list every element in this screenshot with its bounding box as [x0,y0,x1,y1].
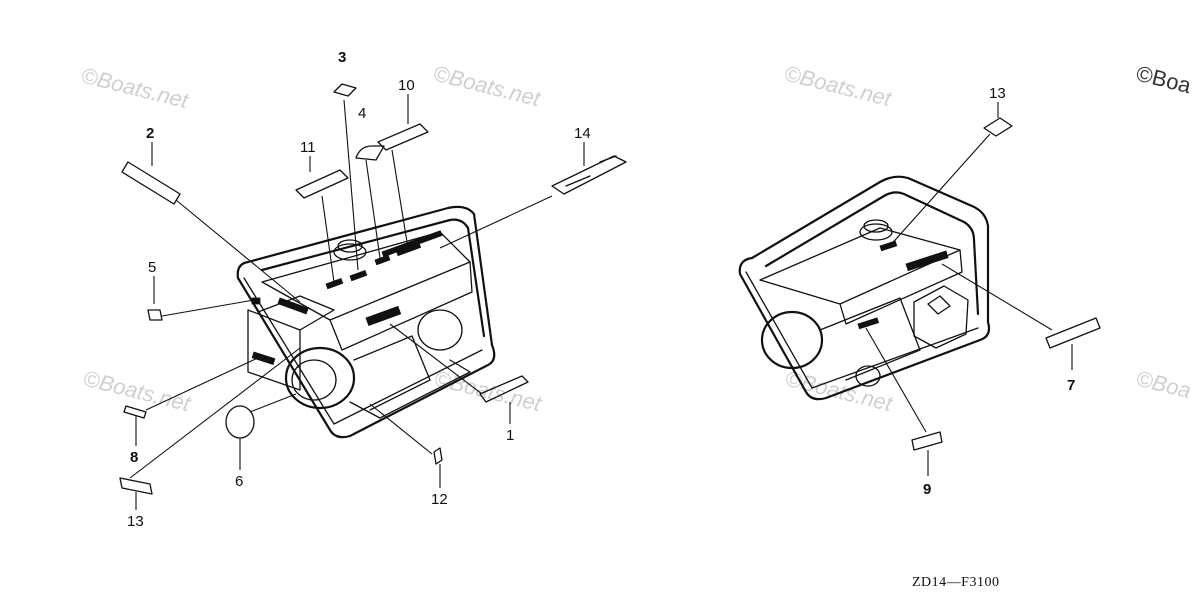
leader-13-right [887,102,999,249]
decal-strip [857,317,880,330]
diagram-code: ZD14—F3100 [912,575,999,590]
fuel-cap-top [337,239,363,253]
leader-4 [365,159,381,259]
decal-strip [251,297,261,305]
frame-top-rear [764,191,980,316]
decal-strip [325,278,344,290]
label-7 [1045,317,1101,349]
engine-block [353,335,431,411]
leader-3 [343,99,359,271]
callout-2: 2 [146,125,154,142]
callout-8: 8 [130,449,138,466]
alternator [760,310,824,370]
leader-14 [439,142,585,249]
decal-strip [374,254,391,266]
callout-3: 3 [338,49,346,66]
callout-1: 1 [506,427,514,444]
recoil-starter [913,285,969,349]
label-3 [333,83,357,97]
engine-block [819,297,921,381]
leader-2 [151,142,301,303]
fuel-tank [759,227,961,305]
air-cleaner [417,309,463,351]
fuel-cap [859,223,893,241]
label-1 [479,375,529,403]
callouts: 3 10 4 2 11 14 5 1 8 6 12 13 13 7 9 [127,49,1075,530]
label-11 [295,169,349,199]
watermark: ©Boats.net [431,61,544,112]
label-12 [433,447,443,465]
generator-rear-view [738,102,1101,476]
decal-strip [349,270,368,282]
frame-front [236,260,496,439]
callout-12: 12 [431,491,448,508]
generator-front-view [119,83,627,510]
leader-9 [865,327,929,476]
muffler [855,365,881,387]
decal-strip [277,297,309,315]
frame-inner [745,271,979,389]
fuel-cap [333,243,367,261]
callout-6: 6 [235,473,243,490]
callout-9: 9 [923,481,931,498]
frame-top-front [246,205,494,347]
frame-inner [243,277,483,425]
control-panel [247,309,301,391]
leader-8 [135,355,263,446]
watermark: ©Boats.net [782,61,895,112]
label-5 [147,309,163,321]
fuel-cap-top [863,219,889,233]
edge-watermark: ©Boa [1134,366,1194,404]
decal-strip [365,305,402,327]
label-2 [121,161,181,205]
callout-11: 11 [300,139,316,156]
label-13-right [983,117,1013,137]
frame-front [738,256,991,401]
engine-cover-inner [291,359,337,401]
leader-1 [389,323,511,424]
decal-strip [879,240,898,252]
callout-7: 7 [1067,377,1075,394]
frame-top-front [750,175,990,324]
frame-top-rear [260,218,486,338]
watermark: ©Boats.net [783,366,896,417]
label-6 [225,405,255,439]
decal-strip [381,230,443,258]
engine-cover [284,346,356,410]
label-13-left [119,477,153,495]
callout-5: 5 [148,259,156,276]
leader-12 [369,403,441,488]
label-14 [551,155,627,195]
watermark: ©Boats.net [79,63,192,114]
callout-10: 10 [398,77,415,94]
leader-11 [309,156,335,283]
tank-side [839,249,963,325]
base [349,359,471,419]
callout-13-right: 13 [989,85,1006,102]
label-9 [911,431,943,451]
corner-watermark: ©Boa [1134,61,1195,99]
leader-10 [391,94,409,249]
decal-strip [251,351,276,366]
callout-4: 4 [358,105,366,122]
leader-7 [941,263,1073,370]
label-10 [377,123,429,151]
label-4 [355,145,385,161]
callout-13-left: 13 [127,513,144,530]
tank-side [329,261,473,351]
recoil-handle [927,295,951,315]
label-8 [123,405,147,419]
leader-13-left [129,347,301,510]
label-14-detail [565,155,617,187]
decal-strip [905,250,949,272]
leader-6 [239,393,297,470]
callout-14: 14 [574,125,591,142]
leader-5 [153,276,255,317]
